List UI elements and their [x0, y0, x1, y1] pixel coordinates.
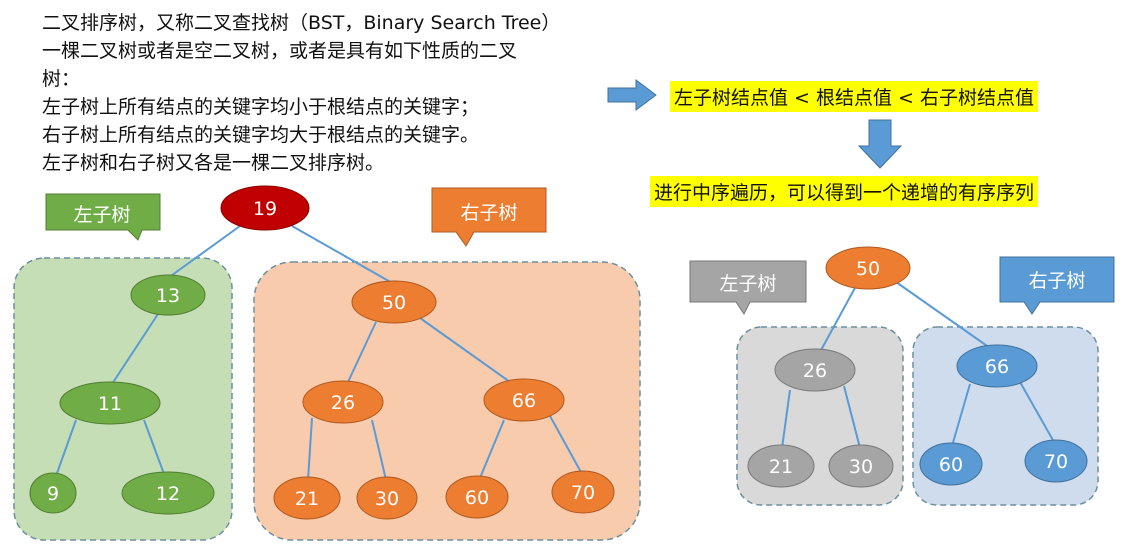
svg-text:右子树: 右子树 [460, 202, 517, 224]
svg-text:50: 50 [382, 292, 406, 314]
node-21-b: 21 [747, 444, 815, 488]
bst-rule: 左子树结点值 < 根结点值 < 右子树结点值 [670, 81, 1038, 112]
node-30: 30 [356, 476, 418, 520]
svg-text:9: 9 [47, 483, 59, 505]
node-60: 60 [445, 475, 509, 519]
node-60-b: 60 [919, 442, 983, 486]
svg-text:11: 11 [98, 393, 122, 415]
svg-text:70: 70 [1044, 451, 1068, 473]
svg-text:66: 66 [985, 356, 1009, 378]
node-66: 66 [483, 378, 565, 422]
svg-text:左子树: 左子树 [719, 273, 776, 295]
definition-line-4: 左子树上所有结点的关键字均小于根结点的关键字； [42, 96, 480, 118]
svg-text:30: 30 [849, 456, 873, 478]
svg-text:26: 26 [803, 360, 827, 382]
svg-text:12: 12 [156, 483, 180, 505]
right-subtree-callout-2: 右子树 [999, 256, 1115, 315]
node-30-b: 30 [828, 444, 894, 488]
svg-text:60: 60 [465, 487, 489, 509]
svg-text:右子树: 右子树 [1028, 270, 1085, 292]
node-70: 70 [551, 470, 615, 514]
svg-text:70: 70 [571, 482, 595, 504]
node-root-50-b: 50 [825, 246, 911, 290]
down-arrow-icon [857, 119, 903, 169]
node-9: 9 [29, 472, 77, 514]
node-50: 50 [351, 280, 437, 324]
svg-text:21: 21 [295, 488, 319, 510]
left-tree-edges [55, 225, 583, 481]
definition-line-1: 二叉排序树，又称二叉查找树（BST，Binary Search Tree） [42, 12, 561, 34]
node-70-b: 70 [1024, 439, 1088, 483]
definition-line-6: 左子树和右子树又各是一棵二叉排序树。 [42, 152, 385, 174]
node-13: 13 [130, 274, 206, 316]
left-subtree-callout: 左子树 [45, 193, 161, 241]
svg-text:50: 50 [856, 258, 880, 280]
right-arrow-icon [607, 79, 657, 111]
node-root-19: 19 [220, 185, 310, 231]
node-11: 11 [59, 381, 161, 425]
right-subtree-region [253, 261, 641, 541]
definition-line-5: 右子树上所有结点的关键字均大于根结点的关键字。 [42, 124, 480, 146]
left-subtree-callout-2: 左子树 [689, 260, 807, 315]
inorder-note: 进行中序遍历，可以得到一个递增的有序序列 [650, 176, 1039, 207]
node-26: 26 [302, 380, 384, 424]
svg-text:21: 21 [769, 456, 793, 478]
right-subtree-callout: 右子树 [431, 187, 547, 247]
node-66-b: 66 [956, 344, 1038, 388]
svg-text:66: 66 [512, 390, 536, 412]
definition-line-3: 树： [42, 68, 81, 90]
definition-line-2: 一棵二叉树或者是空二叉树，或者是具有如下性质的二叉 [42, 40, 518, 62]
svg-text:30: 30 [375, 488, 399, 510]
node-12: 12 [121, 471, 215, 515]
node-26-b: 26 [774, 348, 856, 392]
svg-text:13: 13 [156, 285, 180, 307]
right-tree-edges [781, 281, 1055, 449]
svg-text:19: 19 [253, 198, 277, 220]
svg-text:60: 60 [939, 454, 963, 476]
node-21: 21 [273, 476, 341, 520]
svg-text:左子树: 左子树 [73, 204, 130, 226]
svg-text:26: 26 [331, 392, 355, 414]
